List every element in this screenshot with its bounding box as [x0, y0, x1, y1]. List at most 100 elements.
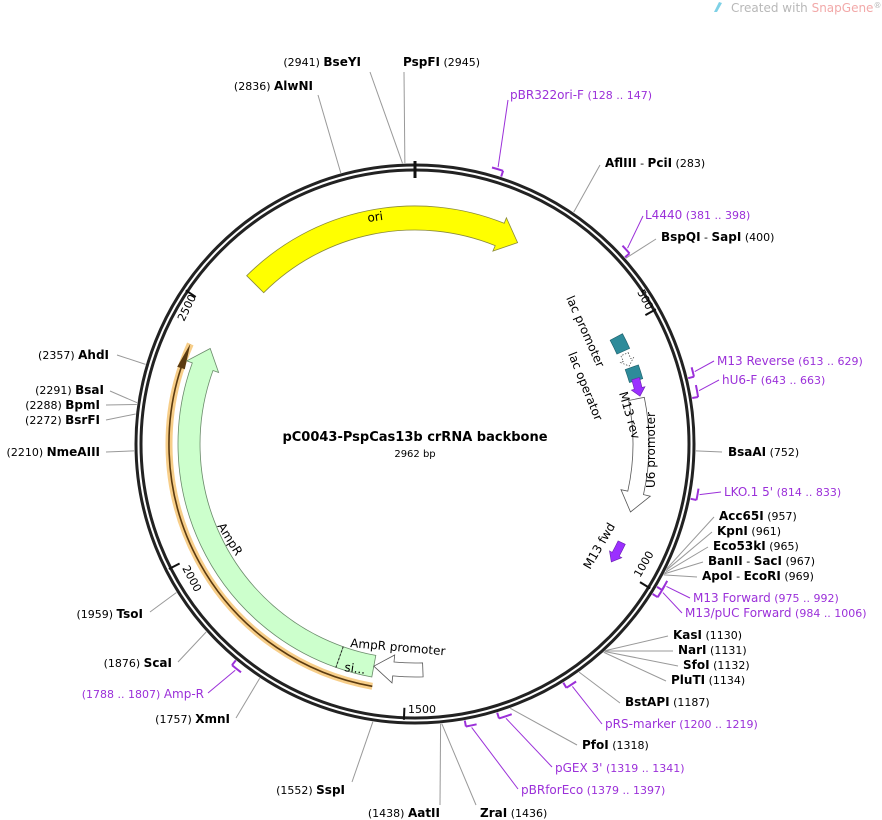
primer-bind-mark — [621, 245, 631, 259]
enzyme-leader-line — [578, 671, 621, 704]
tick-mark — [644, 308, 657, 316]
enzyme-label[interactable]: PfoI (1318) — [582, 738, 649, 752]
enzyme-label[interactable]: KasI (1130) — [673, 628, 742, 642]
enzyme-label[interactable]: (2210) NmeAIII — [7, 445, 100, 459]
m13-fwd-feature[interactable] — [609, 540, 626, 563]
enzyme-leader-line — [664, 546, 709, 574]
primer-leader-line — [207, 669, 236, 694]
lac-promoter-arrow[interactable] — [619, 352, 635, 367]
separator: - — [743, 555, 754, 568]
enzyme-label[interactable]: (1959) TsoI — [76, 607, 143, 621]
enzyme-label[interactable]: (1757) XmnI — [155, 712, 230, 726]
enzyme-leader-line — [509, 707, 578, 746]
enzyme-leader-line — [604, 650, 679, 667]
enzyme-label[interactable]: AflIII - PciI (283) — [605, 156, 705, 170]
amp-r-primer-line — [168, 351, 373, 688]
primer-label[interactable]: pRS-marker (1200 .. 1219) — [605, 717, 758, 731]
enzyme-label[interactable]: BsaAI (752) — [728, 445, 799, 459]
primer-name: pGEX 3' — [555, 761, 602, 775]
enzyme-label[interactable]: NarI (1131) — [678, 643, 747, 657]
enzyme-name: PluTI — [671, 673, 705, 687]
primer-bind-mark — [231, 659, 242, 674]
enzyme-position: (961) — [751, 525, 781, 538]
u6-promoter-label: U6 promoter — [644, 412, 658, 488]
primer-leader-line — [699, 491, 722, 496]
enzyme-label[interactable]: ZraI (1436) — [480, 806, 547, 820]
enzyme-label[interactable]: (2288) BpmI — [25, 398, 100, 412]
enzyme-position: (969) — [784, 570, 814, 583]
enzyme-label[interactable]: BspQI - SapI (400) — [661, 230, 774, 244]
label-leader-lines — [105, 71, 723, 806]
tick-mark — [639, 581, 651, 590]
enzyme-position: (283) — [676, 157, 706, 170]
enzyme-label[interactable]: (1438) AatII — [368, 806, 440, 820]
lac-promoter-box[interactable] — [609, 333, 631, 355]
enzyme-label[interactable]: Acc65I (957) — [719, 509, 797, 523]
enzyme-label[interactable]: (1552) SspI — [276, 783, 345, 797]
enzyme-label[interactable]: PluTI (1134) — [671, 673, 745, 687]
enzyme-leader-line — [317, 94, 342, 174]
enzyme-label[interactable]: (2272) BsrFI — [25, 413, 100, 427]
tick-label-1500: 1500 — [408, 703, 436, 716]
primer-label[interactable]: hU6-F (643 .. 663) — [722, 373, 825, 387]
enzyme-label[interactable]: (2291) BsaI — [35, 383, 104, 397]
primer-label[interactable]: LKO.1 5' (814 .. 833) — [724, 485, 841, 499]
enzyme-name: XmnI — [195, 712, 230, 726]
primer-label[interactable]: L4440 (381 .. 398) — [645, 208, 750, 222]
enzyme-label[interactable]: (1876) ScaI — [104, 656, 172, 670]
u6-promoter-feature[interactable] — [620, 396, 652, 513]
enzyme-label[interactable]: PspFI (2945) — [403, 55, 480, 69]
primer-label[interactable]: pBRforEco (1379 .. 1397) — [521, 783, 665, 797]
primer-bind-mark — [692, 384, 700, 399]
enzyme-name: AatII — [408, 806, 440, 820]
enzyme-leader-line — [235, 677, 261, 719]
primer-name: L4440 — [645, 208, 682, 222]
primer-label[interactable]: M13 Reverse (613 .. 629) — [717, 354, 863, 368]
primer-range: (1319 .. 1341) — [606, 762, 685, 775]
primer-leader-line — [471, 727, 519, 790]
separator: - — [701, 231, 712, 244]
enzyme-name: BsrFI — [65, 413, 100, 427]
primer-label[interactable]: pGEX 3' (1319 .. 1341) — [555, 761, 685, 775]
enzyme-label[interactable]: KpnI (961) — [717, 524, 781, 538]
enzyme-label[interactable]: ApoI - EcoRI (969) — [702, 569, 814, 583]
primer-name: M13 Reverse — [717, 354, 795, 368]
enzyme-position: (2288) — [25, 399, 62, 412]
enzyme-label[interactable]: (2941) BseYI — [283, 55, 361, 69]
signal-label: si... — [344, 660, 367, 677]
m13-rev-feature[interactable] — [630, 377, 646, 397]
primer-name: M13/pUC Forward — [685, 606, 792, 620]
primer-leader-line — [627, 215, 644, 249]
enzyme-label[interactable]: Eco53kI (965) — [713, 539, 799, 553]
enzyme-position: (1131) — [710, 644, 747, 657]
enzyme-label[interactable]: (2836) AlwNI — [234, 79, 313, 93]
enzyme-leader-line — [695, 450, 723, 453]
enzyme-position: (957) — [767, 510, 797, 523]
enzyme-position: (1757) — [155, 713, 192, 726]
ori-feature[interactable] — [246, 205, 519, 294]
enzyme-name: BseYI — [323, 55, 361, 69]
enzyme-leader-line — [105, 450, 135, 453]
enzyme-label[interactable]: BanII - SacI (967) — [708, 554, 815, 568]
enzyme-leader-line — [573, 164, 601, 213]
ampr-feature[interactable] — [177, 347, 344, 668]
enzyme-leader-line — [441, 723, 477, 806]
primer-label[interactable]: M13 Forward (975 .. 992) — [693, 591, 839, 605]
enzyme-label[interactable]: (2357) AhdI — [38, 348, 109, 362]
enzyme-leader-line — [663, 574, 698, 578]
enzyme-label[interactable]: SfoI (1132) — [683, 658, 750, 672]
enzyme-position: (2210) — [7, 446, 44, 459]
primer-label[interactable]: (1788 .. 1807) Amp-R — [82, 687, 204, 701]
enzyme-label[interactable]: BstAPI (1187) — [625, 695, 710, 709]
primer-range: (1379 .. 1397) — [587, 784, 666, 797]
enzyme-name: ZraI — [480, 806, 507, 820]
enzyme-name: ScaI — [144, 656, 172, 670]
primer-label[interactable]: M13/pUC Forward (984 .. 1006) — [685, 606, 867, 620]
enzyme-leader-line — [149, 592, 177, 613]
enzyme-position: (2272) — [25, 414, 62, 427]
enzyme-position: (1552) — [276, 784, 313, 797]
separator: - — [733, 570, 744, 583]
primer-label[interactable]: pBR322ori-F (128 .. 147) — [510, 88, 652, 102]
ampr-promoter-feature[interactable] — [373, 654, 424, 684]
enzyme-leader-line — [105, 403, 137, 406]
